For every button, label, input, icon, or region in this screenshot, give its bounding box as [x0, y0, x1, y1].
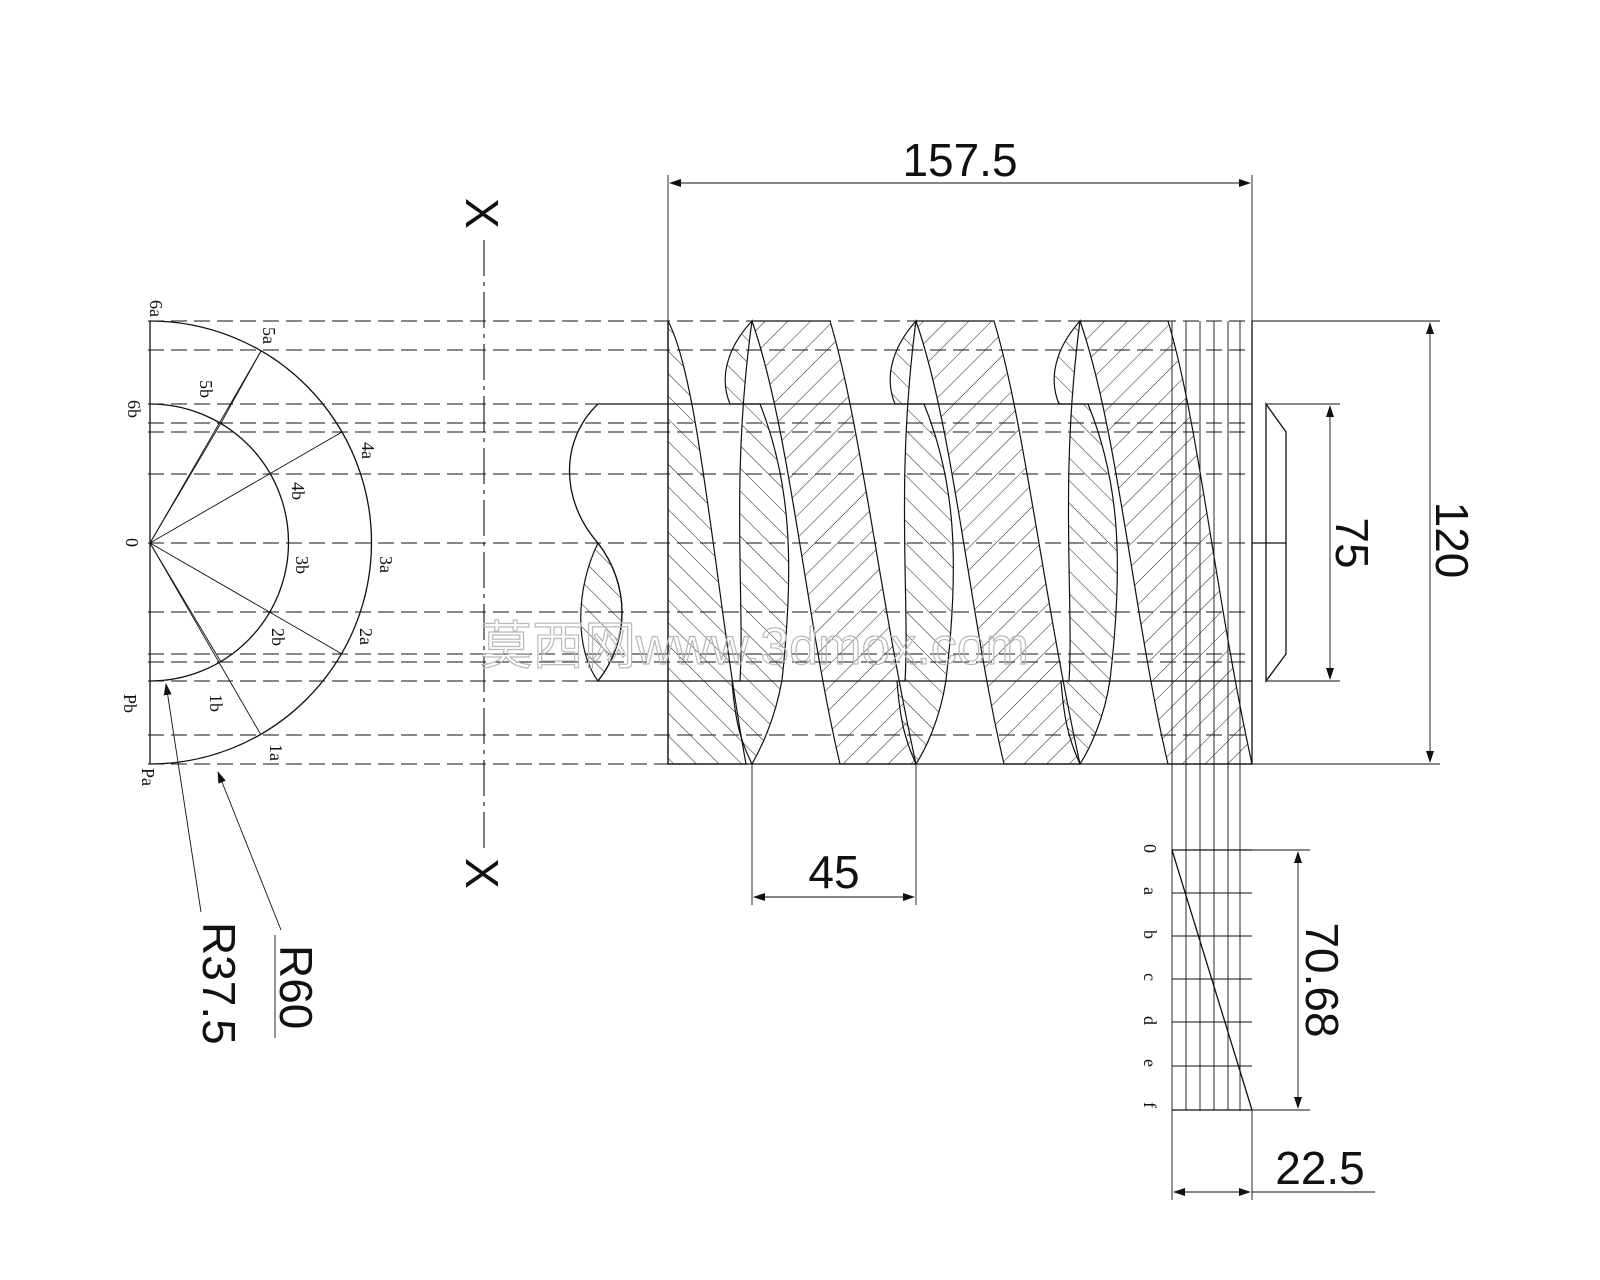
watermark: 莫西网www.3dmox.com	[480, 618, 1029, 676]
dimension-outer-diameter: 120	[1252, 320, 1478, 765]
dimension-label-45: 45	[808, 846, 859, 898]
axis-label-top: X	[456, 198, 508, 229]
label-Pb: Pb	[120, 694, 140, 713]
label-4a: 4a	[358, 442, 378, 459]
shaft-break	[568, 403, 668, 682]
dimension-label-length: 157.5	[902, 134, 1017, 186]
construction-circles	[149, 320, 373, 765]
dimension-label-120: 120	[1426, 502, 1478, 579]
table-label-0: 0	[1140, 844, 1160, 853]
dimension-inner-diameter: 75	[1266, 403, 1378, 682]
table-label-e: e	[1140, 1059, 1160, 1067]
x-axis-line: X X	[456, 198, 508, 889]
label-0: 0	[122, 538, 142, 547]
point-labels: 6a 5a 5b 6b 4a 4b 0 3b 3a 2b 2a Pb 1b 1a…	[120, 300, 396, 786]
dimension-total-length: 157.5	[667, 134, 1253, 321]
dimension-pitch: 45	[751, 764, 917, 905]
construction-table: 0 a b c d e f	[1140, 844, 1253, 1111]
dimension-width: 22.5	[1171, 1110, 1375, 1200]
axis-label-bottom: X	[456, 858, 508, 889]
coil-front-1	[724, 319, 790, 766]
label-1a: 1a	[266, 744, 286, 761]
dimension-label-22-5: 22.5	[1275, 1142, 1365, 1194]
label-6b: 6b	[124, 400, 144, 418]
dimension-height: 70.68	[1252, 849, 1348, 1111]
label-4b: 4b	[288, 482, 308, 500]
label-3a: 3a	[376, 556, 396, 573]
label-6a: 6a	[146, 300, 166, 317]
label-2a: 2a	[356, 628, 376, 645]
radius-leaders: R37.5 R60	[163, 683, 322, 1045]
label-2b: 2b	[268, 628, 288, 646]
spring-body	[667, 319, 1253, 1110]
label-5b: 5b	[196, 380, 216, 398]
label-3b: 3b	[292, 556, 312, 574]
coil-front-2	[889, 319, 955, 766]
label-Pa: Pa	[138, 768, 158, 786]
radius-label-outer: R60	[270, 945, 322, 1029]
table-label-b: b	[1140, 930, 1160, 939]
table-label-d: d	[1140, 1016, 1160, 1025]
end-cap	[1252, 401, 1287, 683]
table-label-f: f	[1140, 1102, 1160, 1108]
dimension-label-70-68: 70.68	[1296, 922, 1348, 1037]
coil-front-3	[1053, 319, 1119, 766]
table-label-a: a	[1140, 887, 1160, 895]
label-5a: 5a	[259, 327, 279, 344]
table-label-c: c	[1140, 973, 1160, 981]
label-1b: 1b	[206, 694, 226, 712]
dimension-label-75: 75	[1326, 517, 1378, 568]
radius-label-inner: R37.5	[193, 922, 245, 1045]
